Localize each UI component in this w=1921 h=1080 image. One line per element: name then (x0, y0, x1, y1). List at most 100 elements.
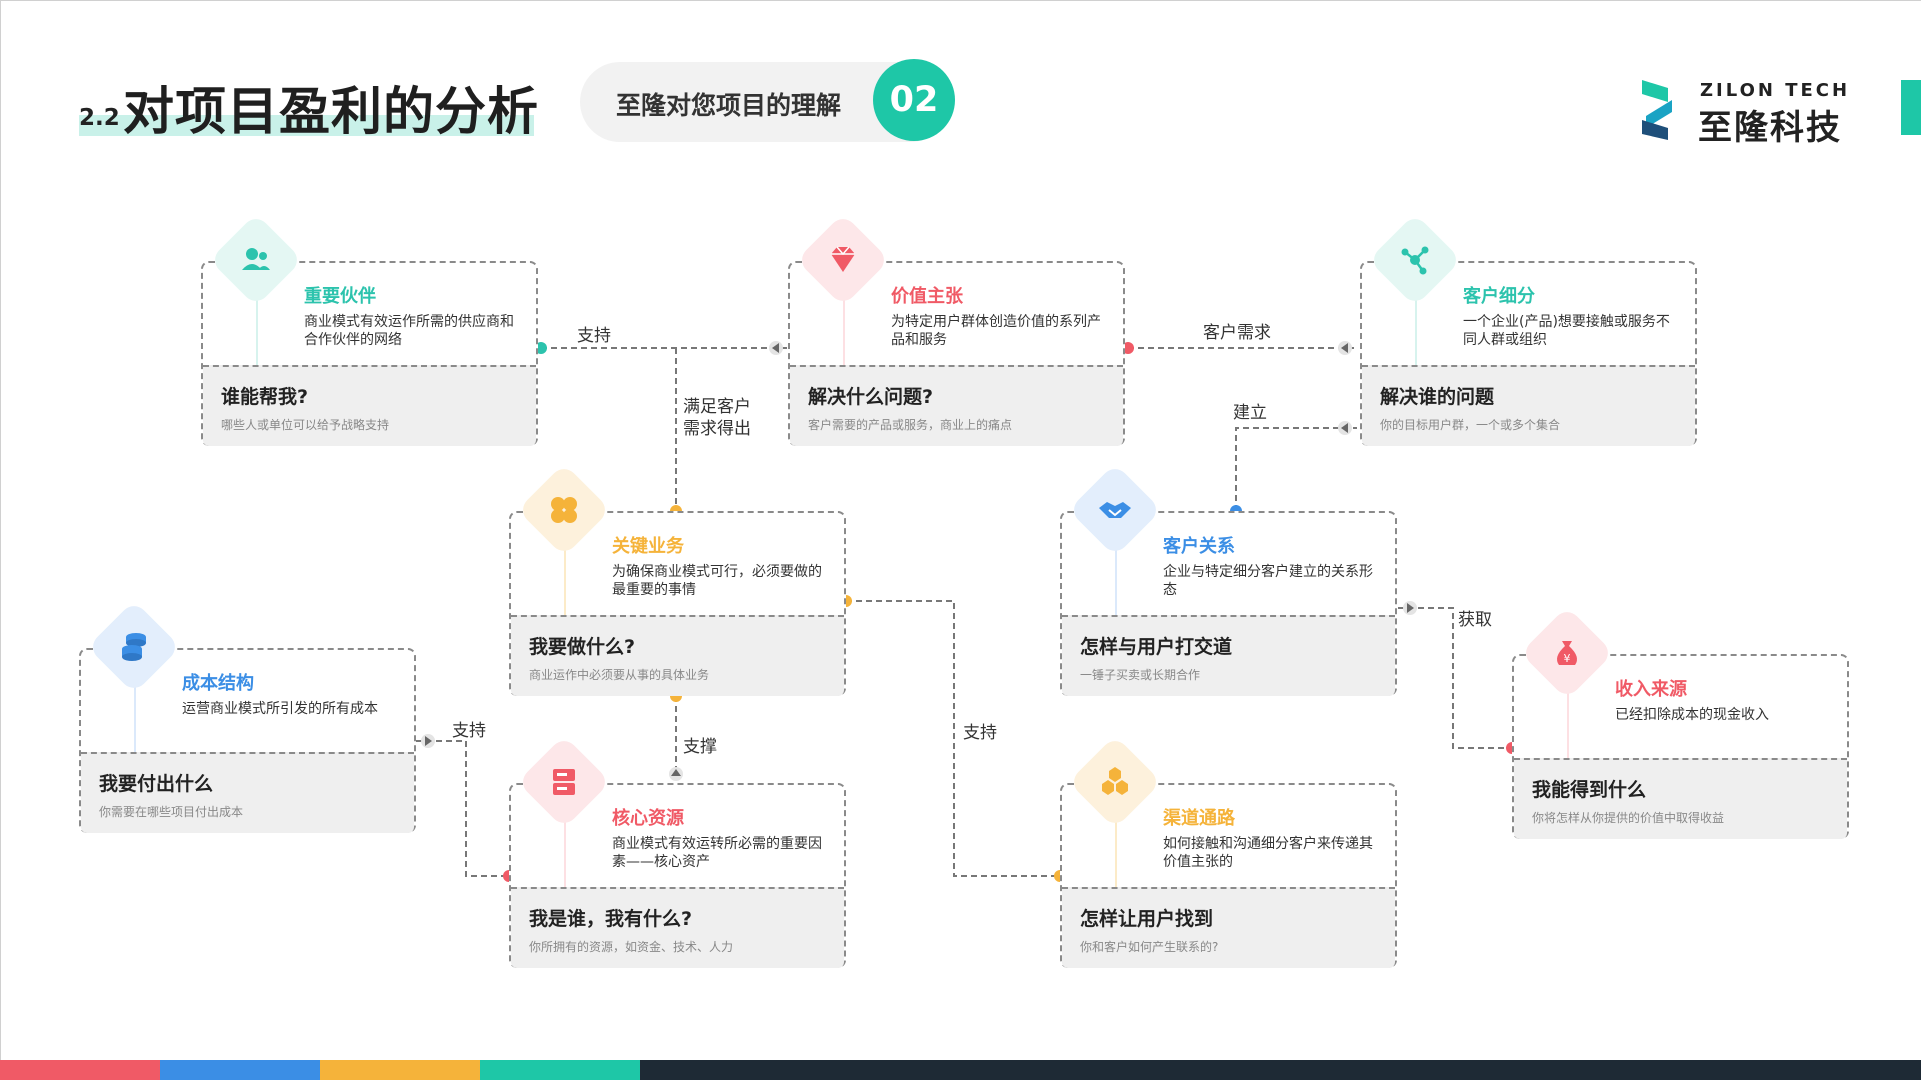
conn-cost-resources (416, 740, 509, 877)
money-bag-icon: ¥ (1520, 606, 1614, 700)
edge-accent-tab (1901, 80, 1921, 135)
card-stem (134, 682, 136, 752)
section-number: 2.2 (79, 105, 120, 131)
card-title: 重要伙伴 (304, 286, 376, 307)
conn-relations-segments (1235, 427, 1357, 511)
card-description: 为特定用户群体创造价值的系列产品和服务 (891, 314, 1101, 348)
footer-bar-teal (480, 1060, 640, 1080)
card-question-area (81, 752, 414, 833)
hexagons-icon (1068, 735, 1162, 829)
card-question: 解决什么问题? (808, 386, 934, 408)
dot-value (1122, 342, 1134, 354)
footer-bar-blue (160, 1060, 320, 1080)
card-question-area (203, 365, 536, 446)
network-nodes-icon (1368, 213, 1462, 307)
card-question: 我要做什么? (529, 636, 636, 658)
card-title: 成本结构 (182, 673, 254, 694)
card-question-area (1062, 615, 1395, 696)
card-title: 渠道通路 (1163, 808, 1235, 829)
clover-grid-icon (517, 463, 611, 557)
connector-arrow-heads (421, 341, 1417, 781)
title-highlight (79, 115, 534, 136)
card-revenue-streams: ¥ 收入来源 已经扣除成本的现金收入 我能得到什么 你将怎样从你提供的价值中取得… (1512, 606, 1849, 839)
card-subtext: 你的目标用户群，一个或多个集合 (1380, 418, 1561, 432)
card-question: 怎样让用户找到 (1080, 908, 1214, 930)
label-customer-needs: 客户需求 (1203, 323, 1271, 343)
card-title: 关键业务 (612, 536, 684, 557)
label-satisfy-needs: 满足客户需求得出 (683, 397, 751, 439)
label-obtain: 获取 (1458, 610, 1492, 630)
coin-stack-icon (87, 600, 181, 694)
users-icon (209, 213, 303, 307)
card-title: 核心资源 (612, 808, 684, 829)
card-description: 已经扣除成本的现金收入 (1615, 707, 1769, 723)
card-question: 我能得到什么 (1532, 779, 1647, 801)
card-description: 运营商业模式所引发的所有成本 (182, 701, 378, 717)
card-title: 客户细分 (1463, 286, 1535, 307)
card-subtext: 你需要在哪些项目付出成本 (99, 805, 244, 819)
card-stem (1415, 295, 1417, 365)
card-stem (256, 295, 258, 365)
card-question-area (511, 887, 844, 968)
card-question-area (1062, 887, 1395, 968)
pill-number-badge: 02 (873, 59, 955, 141)
server-icon (517, 735, 611, 829)
frame-top-line (0, 0, 1921, 1)
card-question-area (790, 365, 1123, 446)
card-question-area (1514, 758, 1847, 839)
card-subtext: 一锤子买卖或长期合作 (1080, 668, 1201, 682)
card-title: 客户关系 (1163, 536, 1235, 557)
card-question: 解决谁的问题 (1380, 386, 1495, 408)
card-stem (1115, 817, 1117, 887)
card-description: 企业与特定细分客户建立的关系形态 (1163, 564, 1373, 598)
card-stem (1115, 545, 1117, 615)
label-support-mid: 支持 (963, 723, 997, 743)
frame-left-line (0, 0, 1, 1060)
card-subtext: 商业运作中必须要从事的具体业务 (529, 668, 710, 682)
card-customer-relationships: 客户关系 企业与特定细分客户建立的关系形态 怎样与用户打交道 一锤子买卖或长期合… (1060, 463, 1397, 696)
card-subtext: 哪些人或单位可以给予战略支持 (221, 418, 390, 432)
card-cost-structure: 成本结构 运营商业模式所引发的所有成本 我要付出什么 你需要在哪些项目付出成本 (79, 600, 416, 833)
logo-english: ZILON TECH (1700, 80, 1851, 101)
card-description: 商业模式有效运转所必需的重要因素——核心资产 (612, 836, 822, 870)
conn-relations-revenue (1398, 607, 1512, 749)
footer-bar-yellow (320, 1060, 480, 1080)
card-question: 谁能帮我? (221, 386, 309, 408)
card-stem (564, 817, 566, 887)
footer-bar-red (0, 1060, 160, 1080)
card-key-resources: 核心资源 商业模式有效运转所必需的重要因素——核心资产 我是谁，我有什么? 你所… (509, 735, 846, 968)
title-text: 对项目盈利的分析 (123, 83, 540, 142)
card-question: 我是谁，我有什么? (529, 908, 693, 930)
diamond-gem-icon (796, 213, 890, 307)
company-logo: ZILON TECH 至隆科技 (1638, 78, 1851, 148)
svg-text:¥: ¥ (1564, 652, 1571, 665)
logo-chinese: 至隆科技 (1698, 108, 1842, 148)
card-key-partners: 重要伙伴 商业模式有效运作所需的供应商和合作伙伴的网络 谁能帮我? 哪些人或单位… (201, 213, 538, 446)
card-customer-segments: 客户细分 一个企业(产品)想要接触或服务不同人群或组织 解决谁的问题 你的目标用… (1360, 213, 1697, 446)
dot-partners (535, 342, 547, 354)
card-title: 收入来源 (1615, 679, 1687, 700)
card-channels: 渠道通路 如何接触和沟通细分客户来传递其价值主张的 怎样让用户找到 你和客户如何… (1060, 735, 1397, 968)
card-description: 一个企业(产品)想要接触或服务不同人群或组织 (1463, 314, 1670, 348)
card-stem (1567, 688, 1569, 758)
card-question-area (511, 615, 844, 696)
card-question-area (1362, 365, 1695, 446)
logo-mark-icon (1642, 80, 1672, 140)
card-subtext: 你和客户如何产生联系的? (1080, 940, 1219, 954)
label-build: 建立 (1233, 403, 1267, 423)
card-question: 怎样与用户打交道 (1080, 636, 1233, 658)
label-support-cost: 支持 (452, 721, 486, 741)
card-subtext: 你所拥有的资源，如资金、技术、人力 (529, 940, 734, 954)
card-stem (564, 545, 566, 615)
card-description: 如何接触和沟通细分客户来传递其价值主张的 (1163, 836, 1373, 870)
card-title: 价值主张 (891, 286, 963, 307)
card-description: 为确保商业模式可行，必须要做的最重要的事情 (612, 564, 822, 598)
card-subtext: 你将怎样从你提供的价值中取得收益 (1532, 811, 1725, 825)
label-support-top: 支持 (577, 326, 611, 346)
conn-activities-channels (846, 600, 1060, 877)
card-question: 我要付出什么 (99, 773, 214, 795)
card-key-activities: 关键业务 为确保商业模式可行，必须要做的最重要的事情 我要做什么? 商业运作中必… (509, 463, 846, 696)
card-subtext: 客户需要的产品或服务，商业上的痛点 (808, 418, 1013, 432)
label-prop-up: 支撑 (683, 737, 717, 757)
